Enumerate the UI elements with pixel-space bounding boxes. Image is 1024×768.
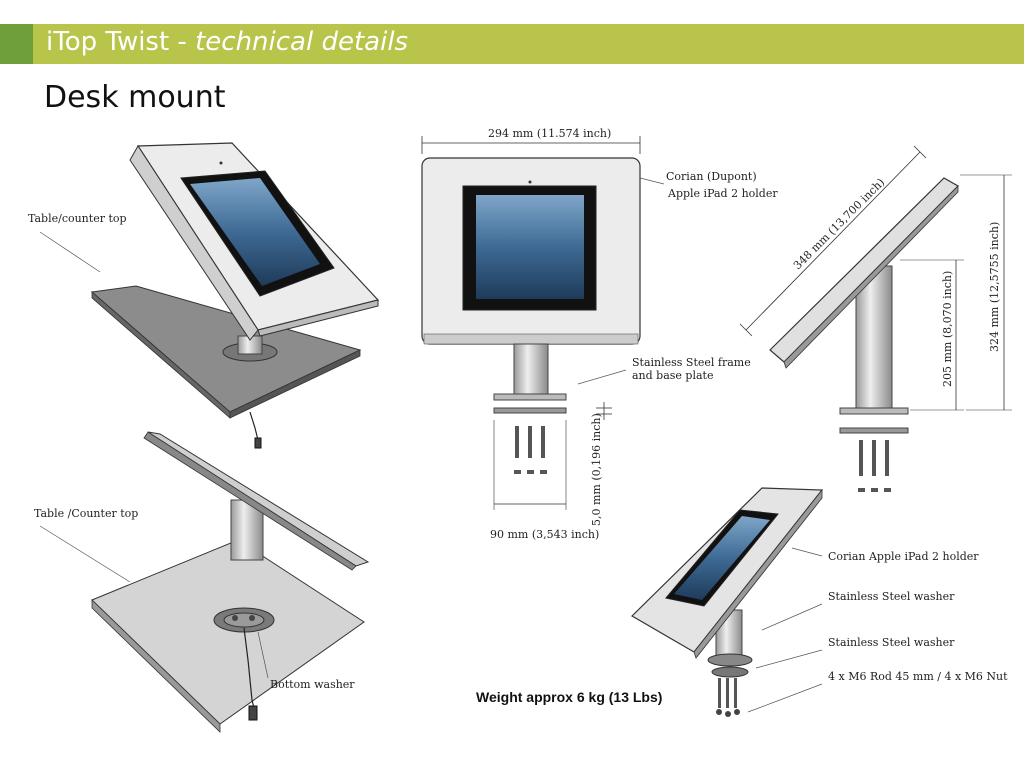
view-under-table (91, 431, 370, 733)
dim-width-top: 294 mm (11.574 inch) (488, 127, 611, 140)
dim-total-height: 324 mm (12,5755 inch) (988, 222, 1001, 352)
dim-pole-height: 205 mm (8,070 inch) (941, 271, 954, 387)
label-table-counter-top-1: Table/counter top (28, 212, 127, 225)
view-perspective-top (90, 142, 380, 449)
weight-note: Weight approx 6 kg (13 Lbs) (476, 689, 663, 705)
label-stainless-washer-1: Stainless Steel washer (828, 590, 955, 603)
label-table-counter-top-2: Table /Counter top (34, 507, 138, 520)
view-exploded (631, 487, 824, 717)
label-stainless-frame-2: and base plate (632, 369, 713, 382)
label-stainless-frame-1: Stainless Steel frame (632, 356, 751, 369)
dim-base-width: 90 mm (3,543 inch) (490, 528, 599, 541)
view-side (739, 145, 1012, 492)
dim-plate-thickness: 5,0 mm (0,196 inch) (590, 413, 603, 526)
view-front (421, 136, 641, 510)
section-title: Desk mount (44, 80, 226, 115)
label-apple-ipad2-holder: Apple iPad 2 holder (667, 187, 778, 200)
title-sub: technical details (195, 27, 409, 57)
label-corian-dupont: Corian (Dupont) (666, 170, 757, 183)
header-accent-tab (0, 24, 33, 64)
label-bottom-washer: Bottom washer (270, 678, 355, 691)
title-main: iTop Twist - (46, 27, 196, 57)
label-rod-nut: 4 x M6 Rod 45 mm / 4 x M6 Nut (828, 670, 1008, 683)
page-title: iTop Twist - technical details (46, 27, 408, 57)
label-corian-apple-holder: Corian Apple iPad 2 holder (828, 550, 979, 563)
leader-lines (39, 177, 823, 713)
label-stainless-washer-2: Stainless Steel washer (828, 636, 955, 649)
header-bar: iTop Twist - technical details (0, 24, 1024, 64)
